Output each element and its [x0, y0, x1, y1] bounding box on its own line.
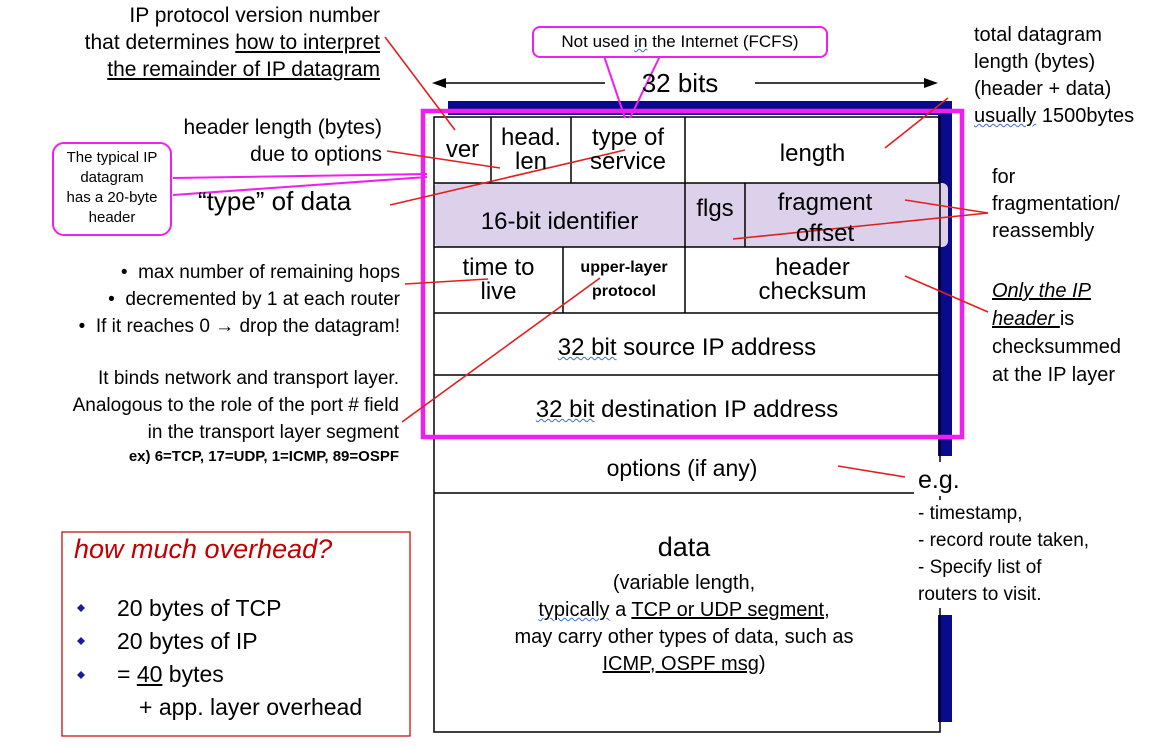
eg-background [914, 462, 1014, 496]
header-length-note: header length (bytes) due to options [183, 116, 382, 166]
total-length-note: total datagram length (bytes) (header + … [974, 24, 1135, 127]
protocol-note: It binds network and transport layer. An… [72, 368, 399, 443]
fragmentation-note: for fragmentation/ reassembly [992, 166, 1120, 242]
fcfs-callout: Not used in the Internet (FCFS) [532, 26, 828, 58]
bits-arrow [432, 78, 938, 88]
field-identifier: 16-bit identifier [480, 208, 639, 235]
bits-label: 32 bits [641, 68, 719, 98]
field-header-length: head.len [500, 124, 562, 175]
overhead-box [61, 531, 411, 737]
field-length: length [779, 140, 846, 167]
data-title: data [657, 532, 711, 562]
magenta-leaders [172, 55, 661, 196]
red-leaders [384, 36, 989, 478]
field-version: ver [445, 136, 480, 163]
typical-header-callout: The typical IP datagram has a 20-byte he… [52, 142, 172, 236]
field-destination-address: 32 bit destination IP address [535, 396, 839, 423]
overhead-item-tcp: 20 bytes of TCP [117, 595, 282, 621]
data-description: (variable length, typically a TCP or UDP… [514, 572, 854, 675]
overhead-item-app: + app. layer overhead [139, 694, 363, 720]
shadow-right-bar-lower [938, 615, 952, 722]
overhead-item-total: = 40 bytes [117, 661, 224, 687]
field-source-address: 32 bit source IP address [557, 334, 817, 361]
ttl-notes: • max number of remaining hops • decreme… [78, 262, 400, 337]
ip-header-outline [420, 108, 965, 440]
protocol-examples: ex) 6=TCP, 17=UDP, 1=ICMP, 89=OSPF [128, 448, 399, 465]
version-note: IP protocol version number that determin… [84, 4, 380, 81]
overhead-list: 20 bytes of TCP 20 bytes of IP = 40 byte… [117, 592, 362, 724]
eg-label: e.g. [918, 466, 960, 494]
overhead-bullets [77, 604, 85, 679]
type-of-data-label: “type” of data [198, 186, 352, 216]
options-examples: - timestamp, - record route taken, - Spe… [914, 500, 1124, 608]
checksum-note: Only the IP header is checksummed at the… [992, 280, 1121, 386]
overhead-title: how much overhead? [74, 534, 333, 564]
fragment-row-highlight [434, 183, 948, 247]
field-flags: flgs [696, 195, 734, 222]
field-options: options (if any) [606, 454, 758, 481]
overhead-item-ip: 20 bytes of IP [117, 628, 258, 654]
